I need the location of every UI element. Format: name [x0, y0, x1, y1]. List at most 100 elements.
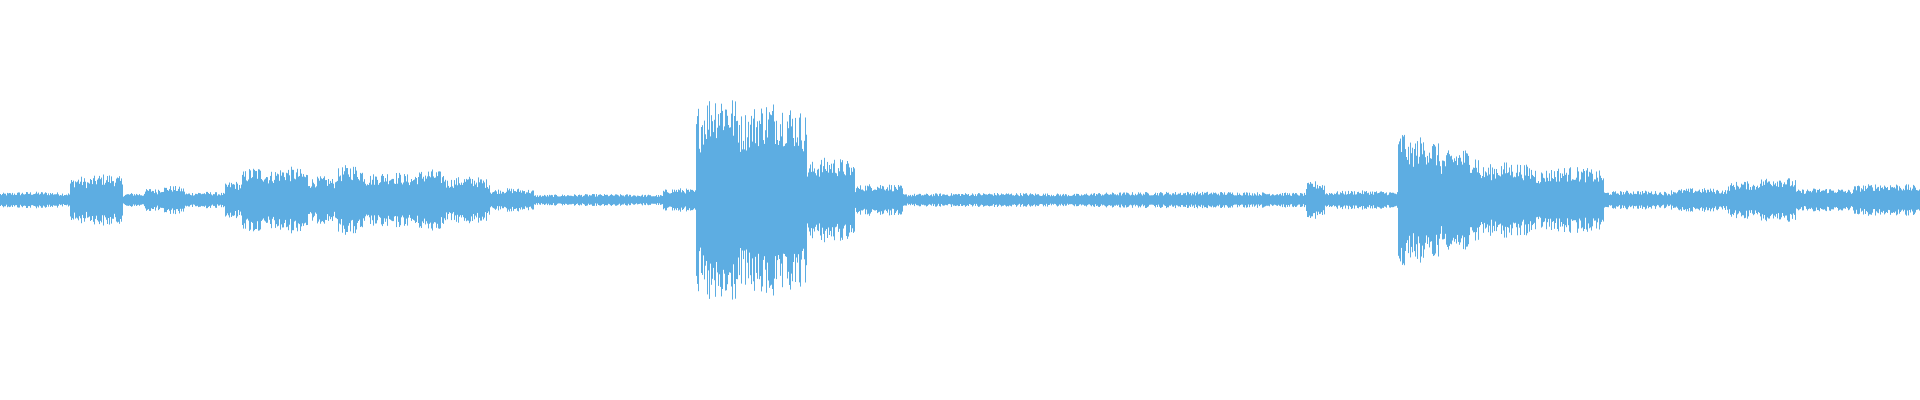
- waveform-sample: [1224, 192, 1225, 208]
- waveform-sample: [627, 194, 628, 206]
- waveform-sample: [1640, 191, 1641, 208]
- waveform-sample: [589, 194, 590, 205]
- waveform-sample: [1301, 193, 1302, 207]
- waveform-sample: [1665, 192, 1666, 208]
- waveform-sample: [716, 138, 717, 262]
- waveform-sample: [62, 193, 63, 207]
- waveform-sample: [1348, 190, 1349, 210]
- waveform-sample: [1421, 143, 1422, 257]
- waveform-sample: [1869, 185, 1870, 215]
- waveform-sample: [868, 186, 869, 214]
- waveform-sample: [1793, 186, 1794, 214]
- waveform-sample: [1453, 162, 1454, 238]
- waveform-sample: [909, 195, 910, 205]
- waveform-sample: [1701, 192, 1702, 208]
- waveform-sample: [1709, 192, 1710, 208]
- waveform-sample: [1628, 192, 1629, 208]
- waveform-sample: [273, 183, 274, 217]
- waveform-sample: [1637, 191, 1638, 209]
- waveform-sample: [1077, 193, 1078, 207]
- waveform-sample: [303, 174, 304, 226]
- waveform-sample: [701, 127, 702, 273]
- waveform-sample: [851, 167, 852, 233]
- waveform-sample: [525, 193, 526, 207]
- waveform-sample: [1115, 194, 1116, 206]
- waveform-sample: [828, 172, 829, 228]
- waveform-sample: [1404, 134, 1405, 266]
- waveform-sample: [251, 178, 252, 222]
- waveform-sample: [992, 194, 993, 206]
- waveform-sample: [503, 191, 504, 209]
- waveform-sample: [535, 195, 536, 205]
- waveform-sample: [1690, 188, 1691, 212]
- waveform-sample: [1056, 194, 1057, 206]
- waveform-sample: [368, 185, 369, 215]
- waveform-sample: [648, 194, 649, 206]
- waveform-sample: [930, 195, 931, 205]
- waveform-sample: [44, 193, 45, 207]
- waveform-sample: [705, 134, 706, 266]
- waveform-sample: [1734, 187, 1735, 213]
- waveform-sample: [955, 194, 956, 206]
- waveform-sample: [786, 143, 787, 257]
- waveform-sample: [1538, 181, 1539, 220]
- waveform-sample: [237, 183, 238, 217]
- waveform-sample: [897, 190, 898, 210]
- waveform-sample: [592, 194, 593, 206]
- waveform-sample: [45, 192, 46, 208]
- waveform-sample: [819, 176, 820, 224]
- waveform-sample: [663, 190, 664, 210]
- waveform-sample: [451, 179, 452, 221]
- waveform-sample: [1755, 189, 1756, 211]
- waveform-sample: [1430, 158, 1431, 242]
- waveform-sample: [119, 176, 120, 224]
- waveform-sample: [1704, 188, 1705, 212]
- waveform-sample: [402, 184, 403, 216]
- waveform-sample: [1635, 193, 1636, 207]
- waveform-sample: [1075, 195, 1076, 205]
- waveform-sample: [1519, 172, 1520, 228]
- waveform-sample: [1362, 190, 1363, 210]
- waveform-sample: [1239, 193, 1240, 207]
- waveform-sample: [1183, 193, 1184, 207]
- waveform-sample: [1508, 172, 1509, 228]
- waveform-sample: [871, 188, 872, 212]
- waveform-sample: [1868, 184, 1869, 216]
- waveform-sample: [1758, 188, 1759, 212]
- waveform-sample: [904, 194, 905, 206]
- waveform-sample: [133, 195, 134, 205]
- waveform-sample: [404, 174, 405, 226]
- waveform-sample: [1552, 178, 1553, 222]
- waveform-sample: [32, 194, 33, 206]
- waveform-sample: [1454, 158, 1455, 242]
- waveform-sample: [1311, 183, 1312, 217]
- waveform-sample: [1676, 193, 1677, 207]
- waveform-sample: [1562, 173, 1563, 227]
- waveform-sample: [1016, 193, 1017, 207]
- waveform-sample: [1754, 185, 1755, 215]
- waveform-sample: [423, 176, 424, 224]
- waveform-sample: [134, 194, 135, 206]
- waveform-sample: [1143, 193, 1144, 207]
- waveform-sample: [652, 196, 653, 204]
- waveform-sample: [172, 191, 173, 209]
- waveform-sample: [1138, 192, 1139, 208]
- waveform-sample: [725, 109, 726, 291]
- waveform-sample: [1292, 193, 1293, 207]
- waveform-sample: [638, 195, 639, 205]
- waveform-sample: [1240, 194, 1241, 205]
- waveform-sample: [854, 168, 855, 232]
- waveform-sample: [1238, 195, 1239, 205]
- waveform-sample: [574, 194, 575, 206]
- waveform-sample: [1882, 187, 1883, 213]
- waveform-sample: [1611, 194, 1612, 206]
- waveform-sample: [1139, 193, 1140, 207]
- waveform-sample: [1712, 192, 1713, 208]
- waveform-sample: [1787, 179, 1788, 221]
- waveform-sample: [1002, 194, 1003, 206]
- waveform-sample: [475, 184, 476, 216]
- waveform-sample: [1032, 194, 1033, 207]
- waveform-sample: [653, 196, 654, 204]
- waveform-sample: [216, 192, 217, 208]
